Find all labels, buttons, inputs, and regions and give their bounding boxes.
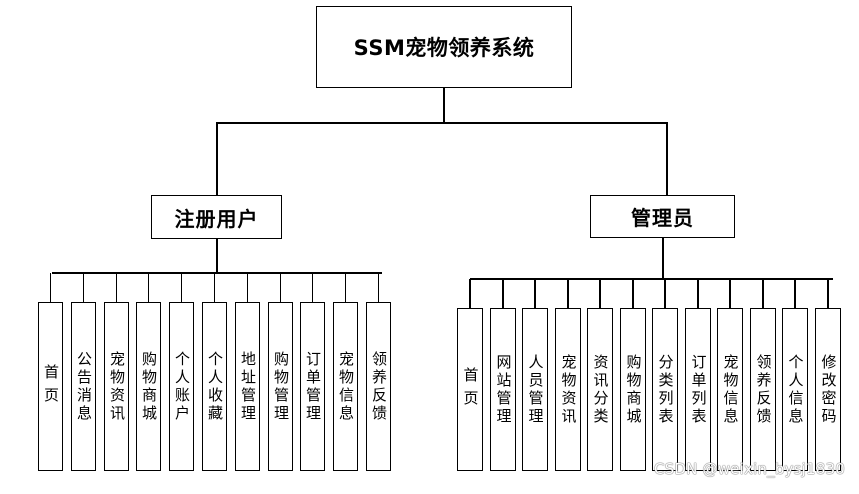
group-node-label: 管理员	[631, 206, 694, 230]
leaf-node-label: 个人信息	[786, 353, 805, 426]
connector	[311, 273, 314, 302]
leaf-node: 修改密码	[815, 308, 841, 471]
leaf-node: 个人收藏	[202, 302, 227, 471]
leaf-node-label: 资讯分类	[591, 353, 610, 426]
leaf-node-label: 网站管理	[494, 353, 513, 426]
leaf-node: 分类列表	[652, 308, 678, 471]
leaf-node: 订单列表	[685, 308, 711, 471]
connector	[697, 279, 699, 308]
leaf-node: 公告消息	[71, 302, 96, 471]
connector	[662, 238, 664, 279]
connector	[632, 279, 634, 308]
leaf-node-label: 宠物资讯	[559, 353, 578, 426]
connector	[216, 122, 218, 195]
connector	[470, 278, 833, 280]
leaf-node: 资讯分类	[587, 308, 613, 471]
leaf-node: 地址管理	[235, 302, 260, 471]
connector	[82, 273, 85, 302]
leaf-node: 购物管理	[268, 302, 293, 471]
leaf-node-label: 宠物信息	[721, 353, 740, 426]
leaf-node: 购物商城	[620, 308, 646, 471]
leaf-node-label: 人员管理	[526, 353, 545, 426]
leaf-node: 购物商城	[136, 302, 161, 471]
connector	[599, 279, 601, 308]
connector	[377, 273, 380, 302]
leaf-node-label: 首页	[42, 363, 60, 410]
connector	[344, 273, 347, 302]
connector	[180, 273, 183, 302]
connector	[213, 273, 216, 302]
leaf-node-label: 订单管理	[304, 350, 322, 423]
leaf-node-label: 个人账户	[173, 350, 191, 423]
connector	[762, 279, 764, 308]
connector	[49, 273, 52, 302]
leaf-node: 宠物资讯	[555, 308, 581, 471]
leaf-node: 网站管理	[490, 308, 516, 471]
leaf-node: 人员管理	[522, 308, 548, 471]
leaf-node: 宠物信息	[717, 308, 743, 471]
leaf-node-label: 个人收藏	[206, 350, 224, 423]
leaf-node-label: 首页	[461, 366, 480, 413]
leaf-node: 领养反馈	[750, 308, 776, 471]
leaf-node: 宠物资讯	[104, 302, 129, 471]
root-node: SSM宠物领养系统	[316, 6, 572, 88]
leaf-node: 订单管理	[300, 302, 325, 471]
connector	[52, 272, 382, 274]
watermark: CSDN @weixin_bysj1830	[653, 460, 845, 478]
connector	[279, 273, 282, 302]
leaf-node: 首页	[457, 308, 483, 471]
connector	[246, 273, 249, 302]
connector	[216, 122, 667, 124]
connector	[147, 273, 150, 302]
connector	[534, 279, 536, 308]
connector	[567, 279, 569, 308]
leaf-node-label: 领养反馈	[754, 353, 773, 426]
connector	[794, 279, 796, 308]
leaf-node: 首页	[38, 302, 63, 471]
leaf-node-label: 宠物资讯	[108, 350, 126, 423]
group-node-label: 注册用户	[174, 206, 259, 231]
group-node-admin: 管理员	[590, 195, 735, 238]
connector	[827, 279, 829, 308]
connector	[729, 279, 731, 308]
leaf-node: 个人信息	[782, 308, 808, 471]
root-node-label: SSM宠物领养系统	[353, 36, 535, 60]
leaf-node: 领养反馈	[366, 302, 391, 471]
leaf-node-label: 订单列表	[689, 353, 708, 426]
connector	[666, 122, 668, 195]
connector	[443, 88, 445, 123]
leaf-node-label: 购物商城	[140, 350, 158, 423]
connector	[502, 279, 504, 308]
group-node-registered-user: 注册用户	[151, 195, 282, 239]
leaf-node-label: 分类列表	[656, 353, 675, 426]
leaf-node-label: 购物管理	[272, 350, 290, 423]
leaf-node: 宠物信息	[333, 302, 358, 471]
leaf-node-label: 地址管理	[239, 350, 257, 423]
connector	[664, 279, 666, 308]
leaf-node-label: 修改密码	[819, 353, 838, 426]
leaf-node-label: 领养反馈	[370, 350, 388, 423]
leaf-node-label: 公告消息	[75, 350, 93, 423]
leaf-node-label: 购物商城	[624, 353, 643, 426]
connector	[216, 239, 218, 273]
leaf-node-label: 宠物信息	[337, 350, 355, 423]
connector	[469, 279, 471, 308]
leaf-node: 个人账户	[169, 302, 194, 471]
connector	[115, 273, 118, 302]
